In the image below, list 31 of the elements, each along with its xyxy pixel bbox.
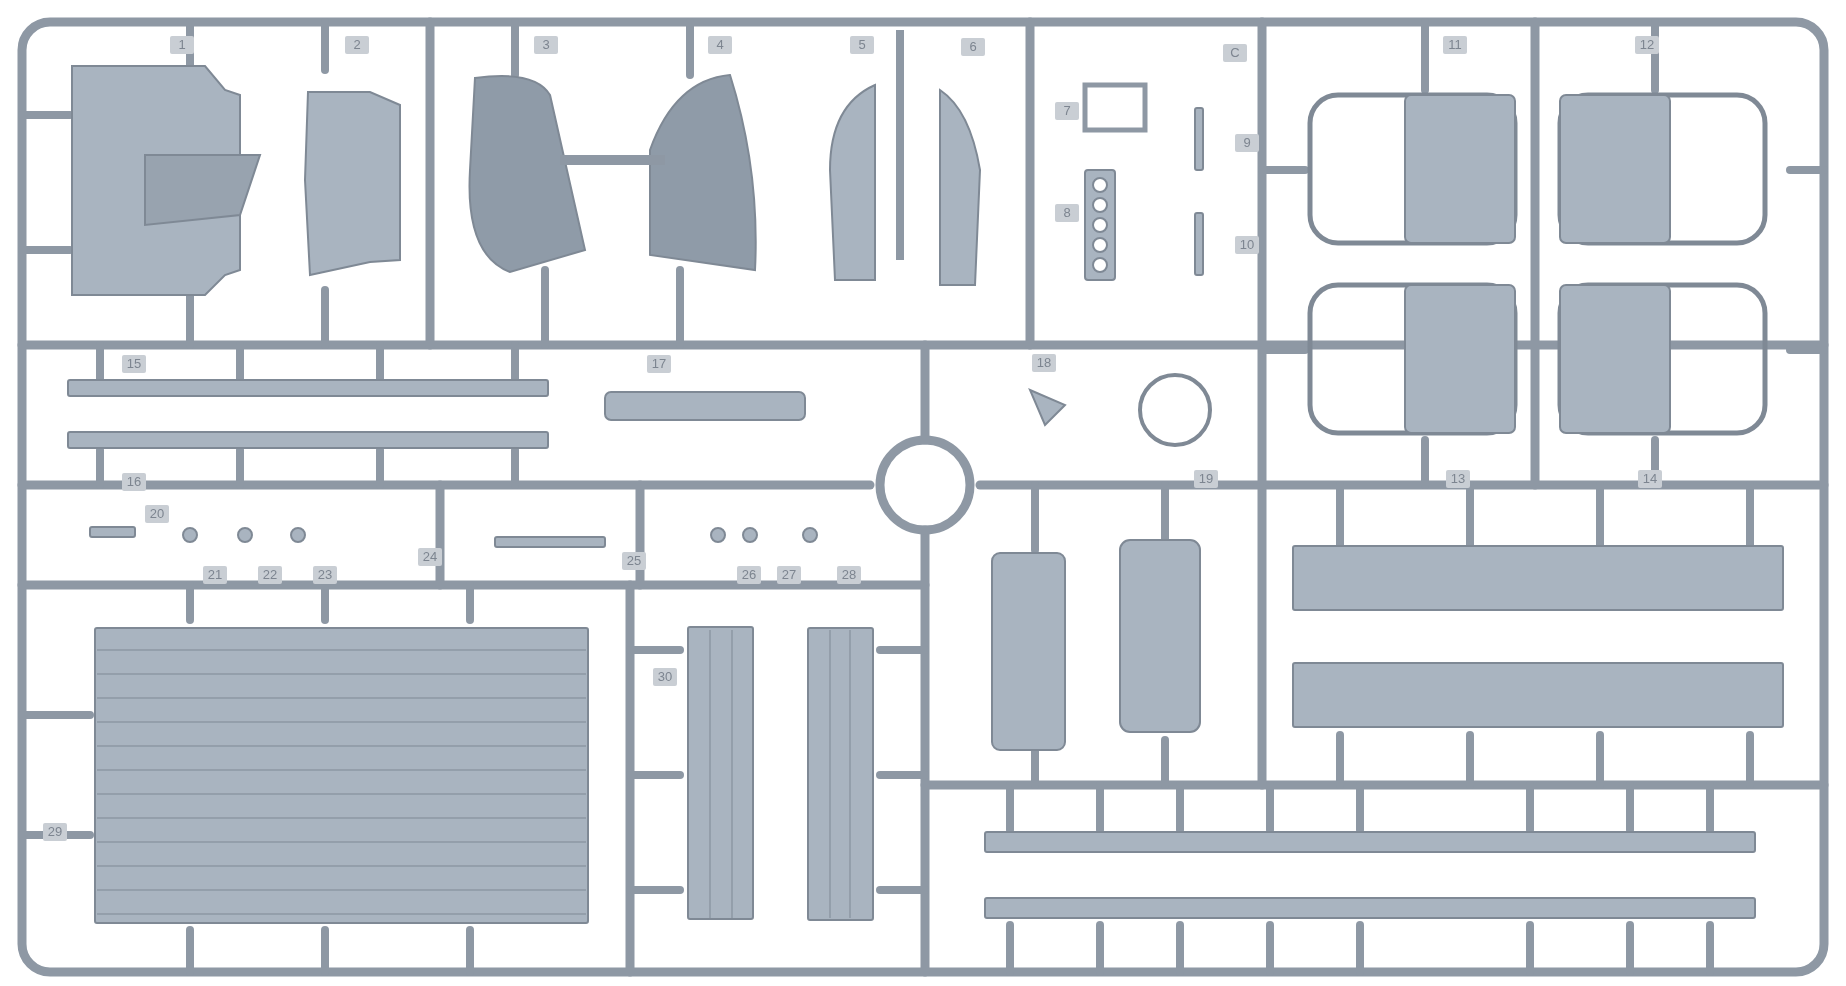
part-number-tag: 27 [777, 566, 801, 584]
part-number-tag: 8 [1055, 204, 1079, 222]
part-number-tag: 19 [1194, 470, 1218, 488]
part-number-tag: 25 [622, 552, 646, 570]
part-number-tag: 1 [170, 36, 194, 54]
part-number-tag: 12 [1635, 36, 1659, 54]
part-number-tag: 21 [203, 566, 227, 584]
part-number-tag: 15 [122, 355, 146, 373]
part-number-tag: 10 [1235, 236, 1259, 254]
part-number-tag: 14 [1638, 470, 1662, 488]
part-number-tag: 30 [653, 668, 677, 686]
part-number-tag: 24 [418, 548, 442, 566]
part-number-tag: 9 [1235, 134, 1259, 152]
part-number-tag: 28 [837, 566, 861, 584]
part-number-tag: 16 [122, 473, 146, 491]
part-number-tag: 2 [345, 36, 369, 54]
part-number-tag: 7 [1055, 102, 1079, 120]
part-number-tag: 26 [737, 566, 761, 584]
part-number-tag: 18 [1032, 354, 1056, 372]
part-number-tag: 6 [961, 38, 985, 56]
part-number-tag: 11 [1443, 36, 1467, 54]
part-number-tag: 22 [258, 566, 282, 584]
part-number-tag: 4 [708, 36, 732, 54]
part-number-tag: 29 [43, 823, 67, 841]
part-number-tag: 23 [313, 566, 337, 584]
part-number-tag: 20 [145, 505, 169, 523]
part-number-tag: 13 [1446, 470, 1470, 488]
part-number-tag: 3 [534, 36, 558, 54]
part-number-tag: 5 [850, 36, 874, 54]
part-number-tag: C [1223, 44, 1247, 62]
part-number-tag: 17 [647, 355, 671, 373]
